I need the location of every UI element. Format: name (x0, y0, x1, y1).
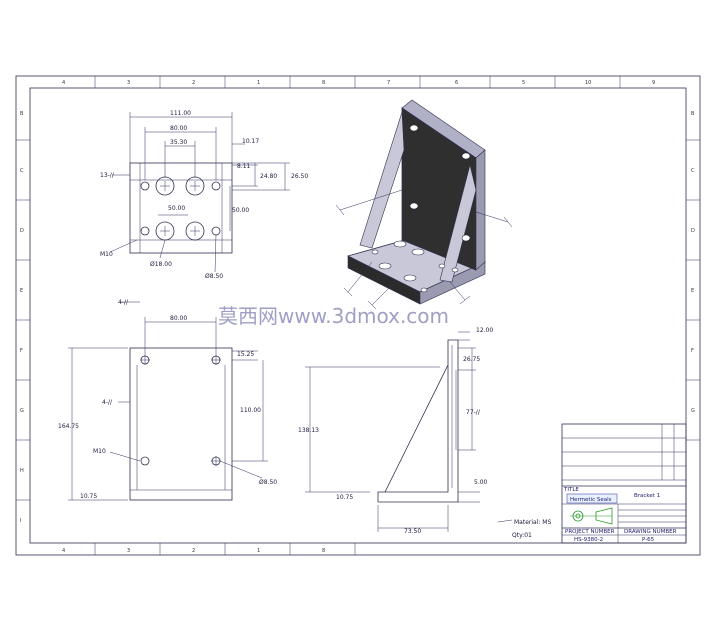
zone-label: 8 (322, 80, 325, 86)
company-logo (566, 493, 618, 504)
zone-label: E (20, 288, 23, 294)
drawing-number: P-65 (642, 537, 655, 543)
dim-label: Ø8.50 (205, 273, 223, 280)
zone-label: I (20, 518, 21, 524)
drawing-number-label: DRAWING NUMBER (624, 529, 677, 535)
title-label: TITLE (563, 487, 579, 493)
zone-label: H (20, 468, 24, 474)
zone-label: E (691, 288, 694, 294)
zone-label: 3 (127, 80, 130, 86)
zone-label: 6 (455, 80, 458, 86)
zone-label: G (20, 408, 24, 414)
zone-label: 8 (322, 548, 325, 554)
dim-label: 26.75 (463, 356, 480, 363)
material-note: Material: MS (514, 519, 551, 526)
watermark-text: 莫西网www.3dmox.com (218, 304, 449, 328)
zone-label: D (20, 228, 24, 234)
title-block: TITLE Hermetic Seals Bracket 1 PROJECT N… (561, 423, 687, 544)
zone-label: F (20, 348, 23, 354)
dim-label: 10.75 (80, 493, 97, 500)
zone-labels-top: 4 3 2 1 8 7 6 5 10 9 (62, 80, 655, 86)
dim-label: 12.00 (476, 327, 493, 334)
zone-label: C (20, 168, 24, 174)
zone-labels-right: B C D E F G (691, 111, 695, 414)
dim-label: 50.00 (232, 207, 249, 214)
zone-label: 1 (257, 548, 260, 554)
dim-label: 73.50 (404, 528, 421, 535)
dim-label: 4-// (118, 299, 129, 306)
dim-label: 80.00 (170, 315, 187, 322)
zone-label: 2 (192, 80, 195, 86)
dim-label: M10 (100, 251, 113, 258)
zone-label: F (691, 348, 694, 354)
dim-label: 8.11 (237, 163, 251, 170)
project-number-label: PROJECT NUMBER (565, 529, 615, 535)
zone-labels-left: B C D E F G H I (20, 111, 24, 524)
dim-label: 35.30 (170, 139, 187, 146)
dim-label: 50.00 (168, 205, 185, 212)
dim-label: 110.00 (240, 407, 261, 414)
zone-label: B (20, 111, 24, 117)
dim-label: 15.25 (237, 351, 254, 358)
dim-label: Ø8.50 (259, 479, 277, 486)
zone-label: 9 (652, 80, 655, 86)
zone-ticks (16, 76, 700, 555)
project-number: HS-9380-2 (574, 537, 603, 543)
zone-label: 2 (192, 548, 195, 554)
inner-border (29, 87, 687, 544)
projection-symbol-icon (570, 507, 613, 525)
dim-label: 10.75 (336, 494, 353, 501)
dim-label: 77-// (466, 409, 481, 416)
dim-label: M10 (93, 448, 106, 455)
zone-label: 7 (387, 80, 390, 86)
dim-label: 26.50 (291, 173, 308, 180)
zone-label: G (691, 408, 695, 414)
zone-label: 1 (257, 80, 260, 86)
zone-label: 4 (62, 548, 65, 554)
side-view: 12.00 26.75 77-// 138.13 5.00 10.75 73.5… (298, 327, 493, 535)
zone-label: C (691, 168, 695, 174)
zone-label: D (691, 228, 695, 234)
zone-label: 4 (62, 80, 65, 86)
zone-label: 10 (585, 80, 591, 86)
dim-label: 4-// (102, 399, 113, 406)
isometric-view (335, 99, 513, 310)
zone-label: B (691, 111, 695, 117)
zone-label: 3 (127, 548, 130, 554)
dim-label: 111.00 (170, 110, 191, 117)
company-name: Hermetic Seals (570, 497, 612, 503)
dim-label: 24.80 (260, 173, 277, 180)
zone-label: 5 (522, 80, 525, 86)
dim-label: 10.17 (242, 138, 259, 145)
dim-label: 164.75 (58, 423, 79, 430)
front-view: 4-// 80.00 15.25 4-// 110.00 164.75 M10 … (58, 299, 277, 501)
dim-label: 138.13 (298, 427, 319, 434)
dim-label: Ø18.00 (150, 261, 172, 268)
dim-label: 13-// (100, 172, 115, 179)
dim-label: 5.00 (474, 479, 488, 486)
outer-border (15, 75, 701, 556)
drawing-title: Bracket 1 (634, 493, 660, 499)
top-view: 111.00 80.00 35.30 10.17 8.11 24.80 26.5… (100, 110, 308, 280)
quantity-note: Qty:01 (512, 532, 532, 539)
zone-labels-bottom: 4 3 2 1 8 (62, 548, 325, 554)
dim-label: 80.00 (170, 125, 187, 132)
